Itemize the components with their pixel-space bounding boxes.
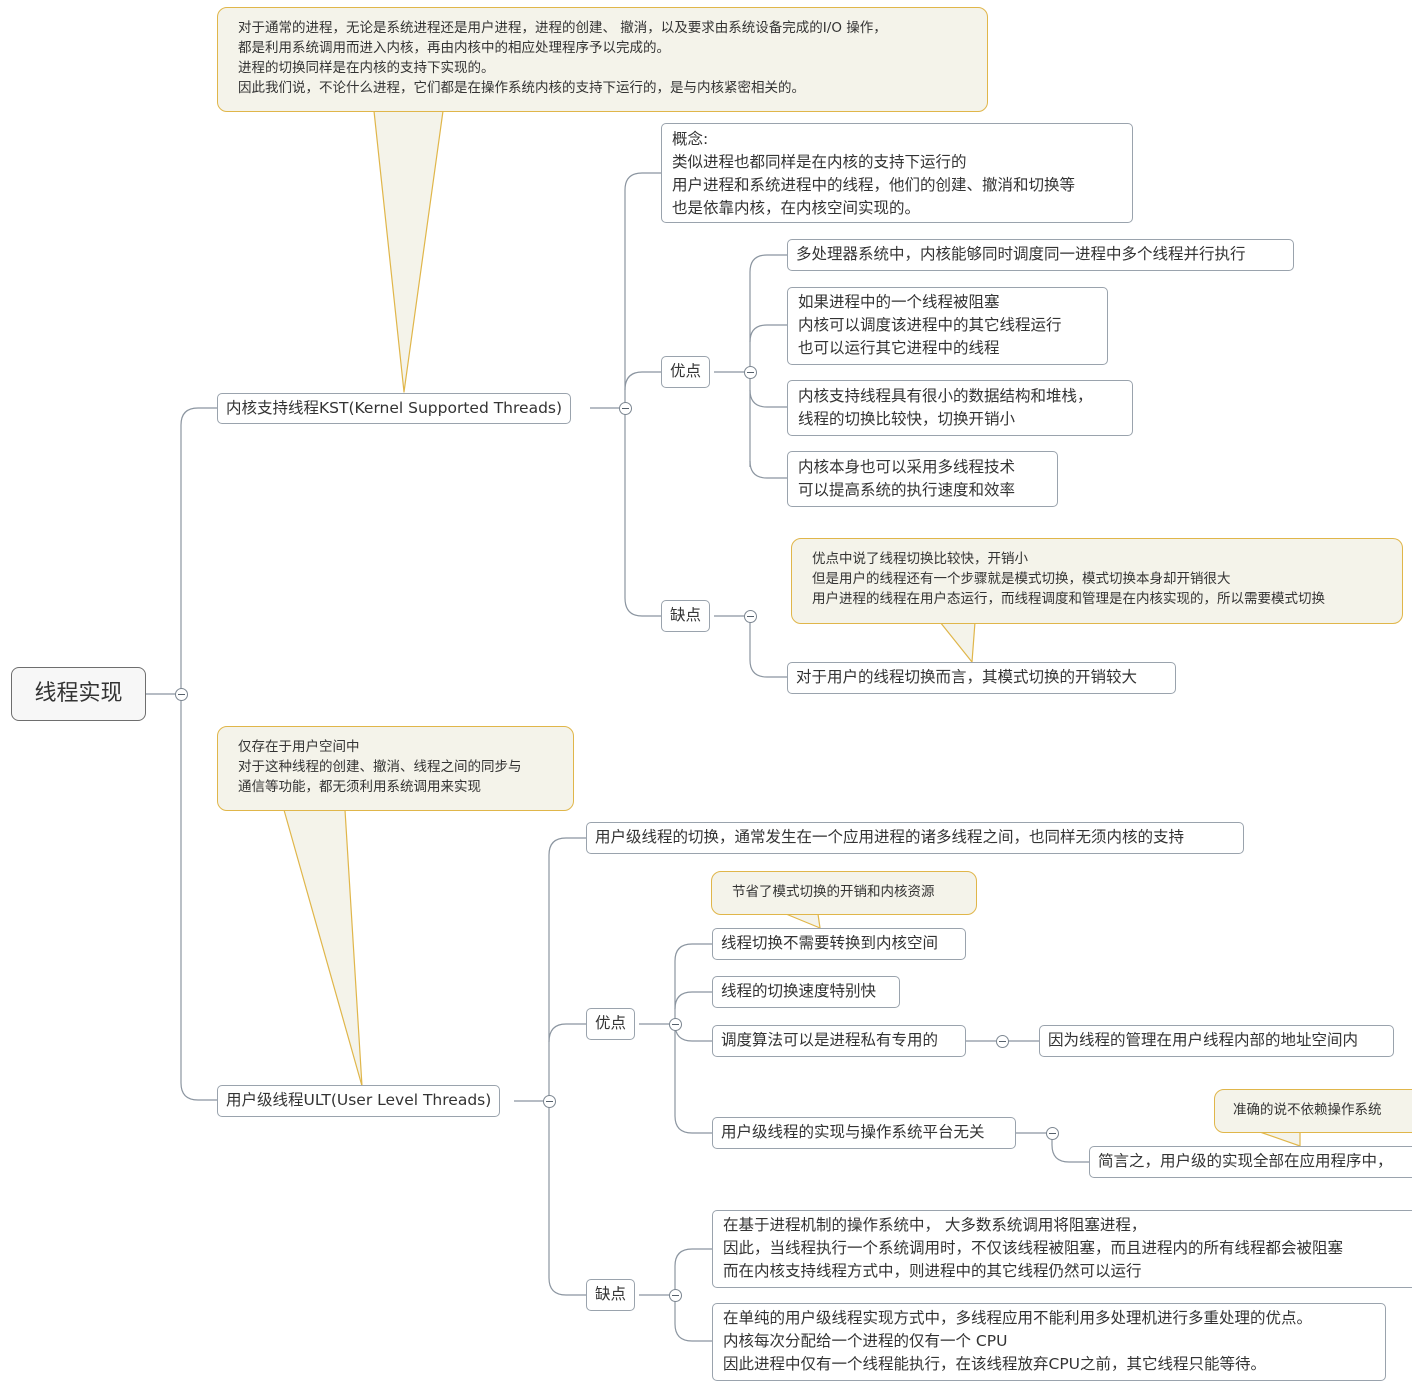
kst-concept-line: 概念:	[672, 130, 709, 148]
collapse-toggle-icon[interactable]	[618, 401, 632, 415]
ult-cons-item[interactable]: 在单纯的用户级线程实现方式中，多线程应用不能利用多处理机进行多重处理的优点。 内…	[712, 1303, 1386, 1381]
collapse-toggle-icon[interactable]	[743, 609, 757, 623]
ult-pro-text: 线程的切换速度特别快	[721, 982, 877, 1000]
kst-cons-label: 缺点	[670, 606, 702, 624]
kst-note: 对于通常的进程，无论是系统进程还是用户进程，进程的创建、 撤消，以及要求由系统设…	[217, 7, 988, 112]
ult-cons-line: 在基于进程机制的操作系统中， 大多数系统调用将阻塞进程，	[723, 1216, 1147, 1234]
root-node[interactable]: 线程实现	[11, 667, 146, 721]
kst-cons-note: 优点中说了线程切换比较快，开销小 但是用户的线程还有一个步骤就是模式切换，模式切…	[791, 538, 1403, 624]
ult-pro-item[interactable]: 调度算法可以是进程私有专用的	[712, 1025, 966, 1057]
ult-title: 用户级线程ULT(User Level Threads)	[226, 1091, 492, 1109]
ult-pro-item[interactable]: 线程的切换速度特别快	[712, 976, 900, 1008]
kst-pro-line: 也可以运行其它进程中的线程	[798, 339, 1000, 357]
collapse-toggle-icon[interactable]	[1045, 1126, 1059, 1140]
ult-pro-text: 用户级线程的实现与操作系统平台无关	[721, 1123, 985, 1141]
kst-concept-line: 类似进程也都同样是在内核的支持下运行的	[672, 153, 967, 171]
ult-switch-node[interactable]: 用户级线程的切换，通常发生在一个应用进程的诸多线程之间，也同样无须内核的支持	[586, 822, 1244, 854]
ult-branch[interactable]: 用户级线程ULT(User Level Threads)	[217, 1085, 501, 1117]
ult-pro-text: 线程切换不需要转换到内核空间	[721, 934, 939, 952]
kst-pro-item[interactable]: 多处理器系统中，内核能够同时调度同一进程中多个线程并行执行	[787, 239, 1294, 271]
ult-note: 仅存在于用户空间中 对于这种线程的创建、撤消、线程之间的同步与 通信等功能，都无…	[217, 726, 574, 811]
collapse-toggle-icon[interactable]	[668, 1288, 682, 1302]
ult-note-line: 对于这种线程的创建、撤消、线程之间的同步与	[238, 759, 522, 775]
kst-pro-line: 内核支持线程具有很小的数据结构和堆栈，	[798, 387, 1093, 405]
kst-cons-item[interactable]: 对于用户的线程切换而言，其模式切换的开销较大	[787, 662, 1176, 694]
collapse-toggle-icon[interactable]	[174, 687, 188, 701]
ult-cons-line: 因此进程中仅有一个线程能执行，在该线程放弃CPU之前，其它线程只能等待。	[723, 1355, 1267, 1373]
ult-note-line: 仅存在于用户空间中	[238, 739, 360, 755]
collapse-toggle-icon[interactable]	[995, 1034, 1009, 1048]
kst-pro-line: 内核可以调度该进程中的其它线程运行	[798, 316, 1062, 334]
ult-pro-item[interactable]: 用户级线程的实现与操作系统平台无关	[712, 1117, 1016, 1149]
ult-pro1-note: 节省了模式切换的开销和内核资源	[711, 871, 977, 915]
kst-pro-line: 内核本身也可以采用多线程技术	[798, 458, 1016, 476]
ult-pro4-child[interactable]: 简言之，用户级的实现全部在应用程序中，	[1089, 1146, 1412, 1178]
kst-pros-node[interactable]: 优点	[661, 356, 711, 388]
ult-pro4-note-text: 准确的说不依赖操作系统	[1233, 1102, 1382, 1118]
ult-note-line: 通信等功能，都无须利用系统调用来实现	[238, 779, 481, 795]
ult-cons-line: 而在内核支持线程方式中，则进程中的其它线程仍然可以运行	[723, 1262, 1142, 1280]
kst-cons-note-line: 用户进程的线程在用户态运行，而线程调度和管理是在内核实现的，所以需要模式切换	[812, 591, 1325, 607]
kst-pro-line: 如果进程中的一个线程被阻塞	[798, 293, 1000, 311]
ult-pro-item[interactable]: 线程切换不需要转换到内核空间	[712, 928, 966, 960]
root-label: 线程实现	[34, 681, 123, 706]
kst-pro-item[interactable]: 如果进程中的一个线程被阻塞 内核可以调度该进程中的其它线程运行 也可以运行其它进…	[787, 287, 1108, 365]
kst-pro-line: 线程的切换比较快，切换开销小	[798, 410, 1016, 428]
kst-pros-label: 优点	[670, 362, 702, 380]
collapse-toggle-icon[interactable]	[542, 1094, 556, 1108]
ult-pros-node[interactable]: 优点	[586, 1008, 636, 1040]
kst-note-line: 都是利用系统调用而进入内核，再由内核中的相应处理程序予以完成的。	[238, 40, 670, 56]
kst-pro-line: 多处理器系统中，内核能够同时调度同一进程中多个线程并行执行	[796, 245, 1246, 263]
ult-cons-label: 缺点	[595, 1285, 627, 1303]
kst-cons-note-line: 优点中说了线程切换比较快，开销小	[812, 551, 1028, 567]
kst-concept-line: 用户进程和系统进程中的线程，他们的创建、撤消和切换等	[672, 176, 1076, 194]
ult-pro3-child-text: 因为线程的管理在用户线程内部的地址空间内	[1048, 1031, 1359, 1049]
kst-title: 内核支持线程KST(Kernel Supported Threads)	[226, 399, 563, 417]
ult-pro3-child[interactable]: 因为线程的管理在用户线程内部的地址空间内	[1039, 1025, 1394, 1057]
kst-note-line: 因此我们说，不论什么进程，它们都是在操作系统内核的支持下运行的，是与内核紧密相关…	[238, 80, 805, 96]
kst-pro-item[interactable]: 内核支持线程具有很小的数据结构和堆栈， 线程的切换比较快，切换开销小	[787, 380, 1133, 436]
ult-pro1-note-text: 节省了模式切换的开销和内核资源	[732, 884, 935, 900]
ult-cons-line: 内核每次分配给一个进程的仅有一个 CPU	[723, 1332, 1008, 1350]
kst-cons-text: 对于用户的线程切换而言，其模式切换的开销较大	[796, 668, 1138, 686]
kst-concept[interactable]: 概念: 类似进程也都同样是在内核的支持下运行的 用户进程和系统进程中的线程，他们…	[661, 123, 1133, 223]
kst-branch[interactable]: 内核支持线程KST(Kernel Supported Threads)	[217, 393, 572, 424]
ult-cons-line: 因此，当线程执行一个系统调用时，不仅该线程被阻塞，而且进程内的所有线程都会被阻塞	[723, 1239, 1344, 1257]
ult-cons-item[interactable]: 在基于进程机制的操作系统中， 大多数系统调用将阻塞进程， 因此，当线程执行一个系…	[712, 1210, 1412, 1288]
collapse-toggle-icon[interactable]	[668, 1017, 682, 1031]
kst-note-line: 对于通常的进程，无论是系统进程还是用户进程，进程的创建、 撤消，以及要求由系统设…	[238, 20, 887, 36]
ult-pro-text: 调度算法可以是进程私有专用的	[721, 1031, 939, 1049]
ult-cons-line: 在单纯的用户级线程实现方式中，多线程应用不能利用多处理机进行多重处理的优点。	[723, 1309, 1313, 1327]
kst-note-line: 进程的切换同样是在内核的支持下实现的。	[238, 60, 495, 76]
ult-pros-label: 优点	[595, 1014, 627, 1032]
kst-pro-item[interactable]: 内核本身也可以采用多线程技术 可以提高系统的执行速度和效率	[787, 451, 1058, 507]
collapse-toggle-icon[interactable]	[743, 365, 757, 379]
ult-switch-text: 用户级线程的切换，通常发生在一个应用进程的诸多线程之间，也同样无须内核的支持	[595, 828, 1185, 846]
kst-pro-line: 可以提高系统的执行速度和效率	[798, 481, 1016, 499]
kst-concept-line: 也是依靠内核，在内核空间实现的。	[672, 199, 921, 217]
kst-cons-note-line: 但是用户的线程还有一个步骤就是模式切换，模式切换本身却开销很大	[812, 571, 1231, 587]
ult-pro4-note: 准确的说不依赖操作系统	[1214, 1089, 1412, 1133]
ult-pro4-child-text: 简言之，用户级的实现全部在应用程序中，	[1098, 1152, 1393, 1170]
ult-cons-node[interactable]: 缺点	[586, 1279, 636, 1311]
kst-cons-node[interactable]: 缺点	[661, 600, 711, 632]
